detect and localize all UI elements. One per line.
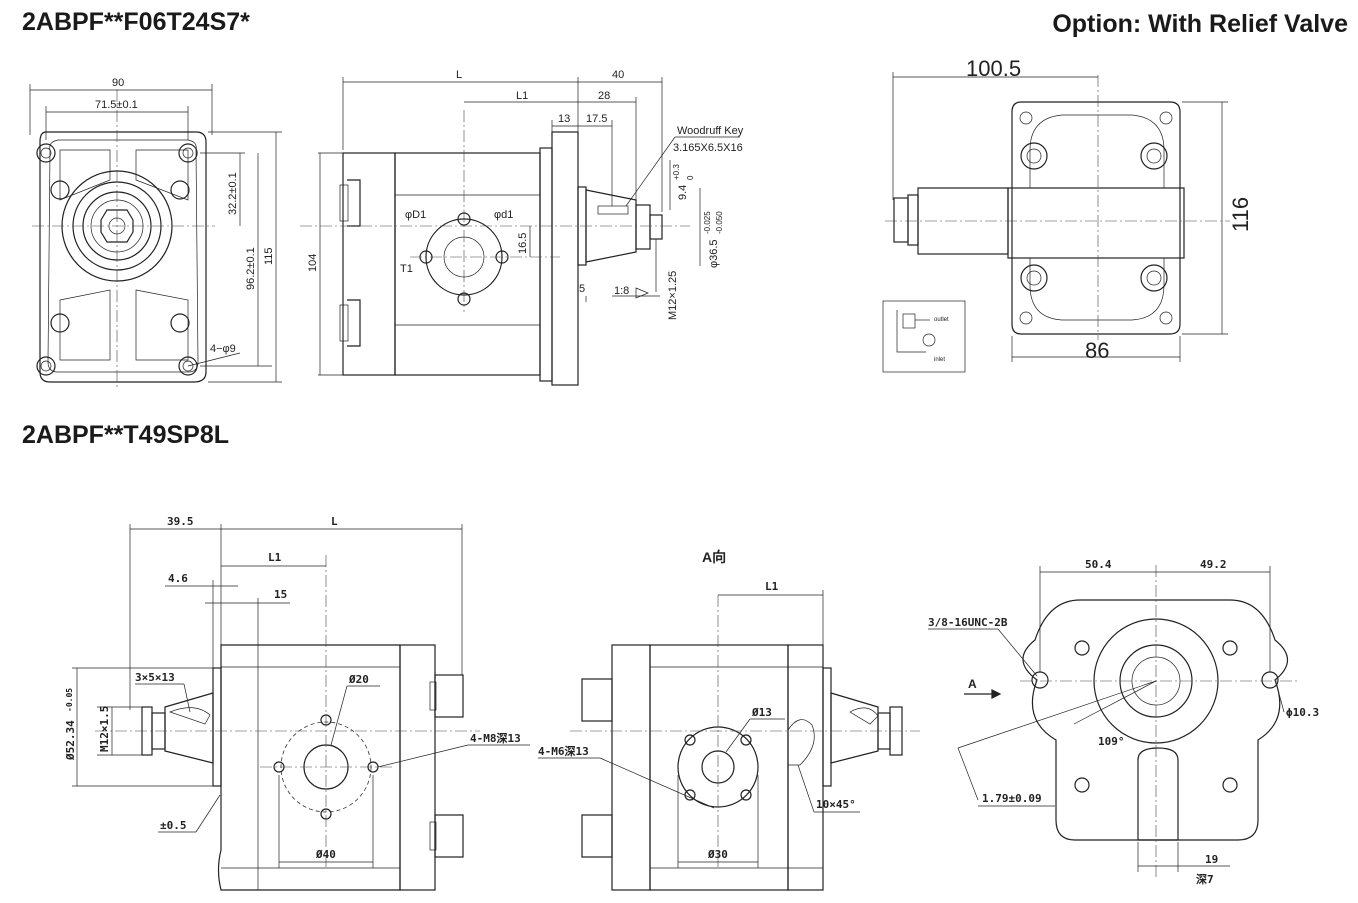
hydraulic-symbol-box	[882, 300, 966, 373]
offset: 1.79±0.09	[982, 792, 1042, 805]
m6-label: 4-M6深13	[538, 744, 589, 758]
top-front-view: 90 71.5±0.1 32.2±0.1 96.2±0.1 115 4−φ9	[29, 77, 282, 390]
dim-395: 39.5	[167, 515, 194, 528]
dim-holes: 4−φ9	[210, 343, 236, 355]
dim-15: 15	[274, 588, 287, 601]
option-title: Option: With Relief Valve	[1052, 10, 1348, 38]
angle: 109°	[1098, 735, 1125, 748]
dim-104: 104	[307, 254, 319, 272]
unc-label: 3/8-16UNC-2B	[928, 616, 1008, 629]
bottom-flange-view: 50.4 49.2 3/8-16UNC-2B A ϕ10.3 109° 1.79…	[928, 558, 1319, 886]
pilot-tol: -0.05	[65, 688, 74, 712]
dim-492: 49.2	[1200, 558, 1227, 571]
symbol-outlet: outlet	[934, 317, 949, 323]
chamfer: 10×45°	[816, 798, 856, 811]
dim-94-tol-dn: 0	[686, 175, 695, 180]
dim-1005: 100.5	[966, 56, 1021, 81]
dim-90: 90	[112, 77, 124, 89]
depth-7: 深7	[1196, 872, 1214, 886]
bottom-a-view: A向 L1 Ø13 4-M6深13 10×45° Ø30	[538, 549, 920, 891]
label-phiD1: φD1	[405, 209, 426, 221]
dim-94-tol-up: +0.3	[672, 164, 681, 180]
dim-40: 40	[612, 69, 624, 81]
dim-504: 50.4	[1085, 558, 1112, 571]
relief-valve-view: 100.5 116 86 outlet inlet	[882, 56, 1253, 373]
model-title-b: 2ABPF**T49SP8L	[22, 421, 230, 449]
label-phid1: φd1	[494, 209, 513, 221]
dim-L1-a: L1	[765, 580, 779, 593]
dim-13-a: Ø13	[751, 706, 772, 719]
dim-5: 5	[579, 283, 585, 295]
dim-40-b: Ø40	[315, 848, 336, 861]
a-arrow-label: A	[968, 677, 977, 691]
dim-L1: L1	[516, 90, 528, 102]
shaft-tol-dn: -0.050	[715, 211, 724, 234]
dim-71: 71.5±0.1	[95, 99, 138, 111]
label-T1: T1	[400, 263, 413, 275]
key-title: Woodruff Key	[677, 125, 744, 137]
thread: M12×1.25	[667, 271, 679, 320]
top-side-view: L 40 L1 28 13 17.5 Woodruff Key 3.165X6.…	[300, 69, 744, 386]
pilot-dia: Ø52.34	[64, 720, 77, 761]
key-size: 3.165X6.5X16	[673, 142, 743, 154]
dim-L-b: L	[331, 515, 338, 528]
m8-label: 4-M8深13	[470, 731, 521, 745]
dim-94: 9.4	[677, 185, 689, 200]
thread-b: M12×1.5	[98, 706, 111, 752]
dim-shaft: φ36.5	[708, 239, 720, 268]
dim-115: 115	[263, 247, 275, 265]
dim-L1-b: L1	[268, 551, 282, 564]
dim-116: 116	[1228, 197, 1253, 232]
dim-L: L	[456, 69, 462, 81]
tol-05: ±0.5	[160, 819, 187, 832]
dim-17: 17.5	[586, 113, 607, 125]
dim-19: 19	[1205, 853, 1218, 866]
symbol-inlet: inlet	[934, 357, 945, 363]
dim-20: Ø20	[348, 673, 369, 686]
model-title-a: 2ABPF**F06T24S7*	[22, 8, 250, 36]
dim-30: Ø30	[707, 848, 728, 861]
dim-32: 32.2±0.1	[227, 172, 239, 215]
dim-16: 16.5	[517, 233, 529, 254]
taper: 1:8	[614, 285, 629, 297]
a-view-label: A向	[702, 549, 726, 565]
bottom-side-view: 39.5 L L1 4.6 15 3×5×13 Ø20 4-M8深13 Ø52.…	[64, 515, 530, 891]
dim-13: 13	[558, 113, 570, 125]
shaft-tol-up: -0.025	[703, 211, 712, 234]
hole-dia: ϕ10.3	[1286, 706, 1319, 719]
dim-96: 96.2±0.1	[245, 247, 257, 290]
dim-46: 4.6	[168, 572, 188, 585]
dim-28: 28	[598, 90, 610, 102]
key-b: 3×5×13	[135, 671, 175, 684]
dim-86: 86	[1085, 338, 1109, 363]
